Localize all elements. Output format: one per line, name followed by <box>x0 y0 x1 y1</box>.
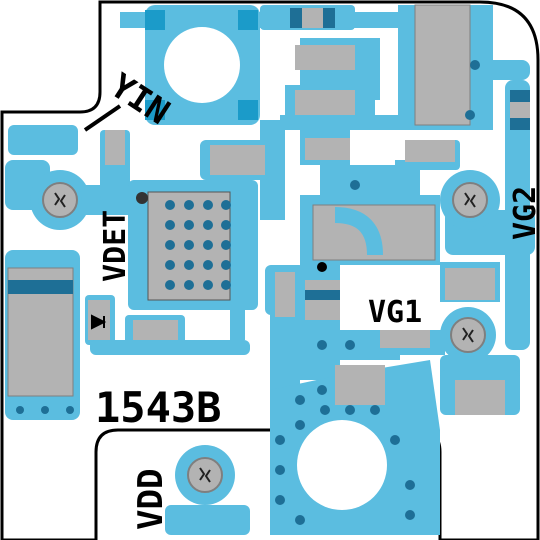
vias <box>16 60 480 525</box>
top-mounting-hole <box>164 27 240 103</box>
vdet-test-pad <box>37 177 83 223</box>
vdd-label: VDD <box>131 469 171 530</box>
vg1-test-pad <box>445 312 491 358</box>
yin-slash <box>83 104 122 132</box>
vdet-label: VDET <box>98 210 133 282</box>
pin1-marker <box>317 262 327 272</box>
vg2-label: VG2 <box>508 186 540 240</box>
bottom-mounting-hole <box>297 420 387 510</box>
part-number-label: 1543B <box>95 383 221 432</box>
vg1-label: VG1 <box>368 295 422 330</box>
vg2-test-pad <box>447 177 493 223</box>
vdd-test-pad <box>182 452 228 498</box>
top-right-component <box>414 4 471 126</box>
